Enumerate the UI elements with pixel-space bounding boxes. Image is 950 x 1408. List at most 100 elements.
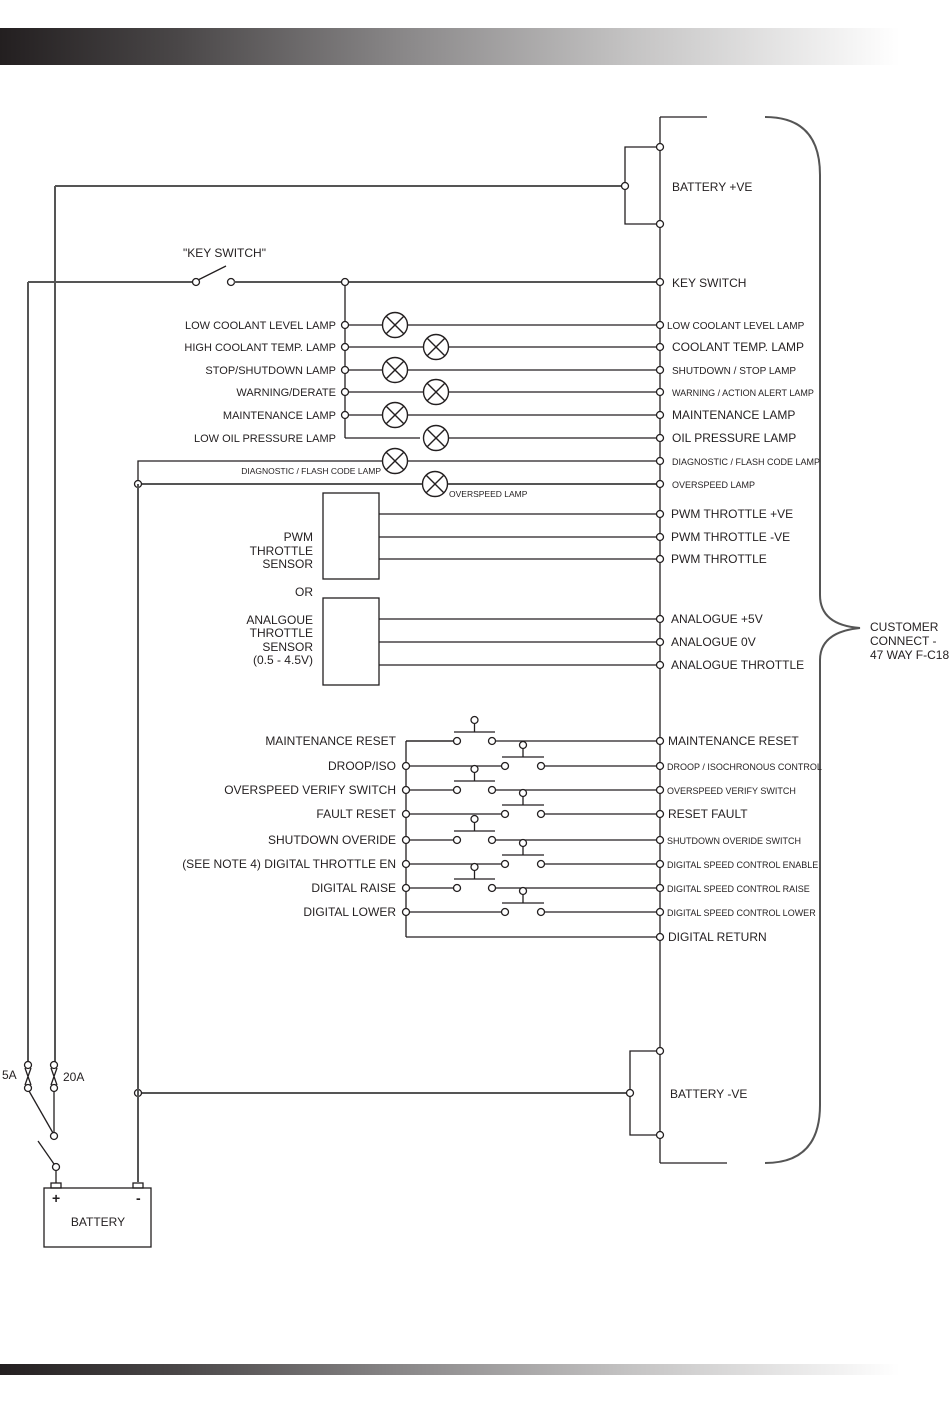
lamp-row: LOW OIL PRESSURE LAMP OIL PRESSURE LAMP	[194, 424, 796, 452]
analogue-pin-row: ANALOGUE THROTTLE	[379, 658, 804, 672]
footer-gradient-bar	[0, 1364, 900, 1375]
key-switch-circuit	[28, 265, 665, 287]
analogue-sensor-label-line-4: (0.5 - 4.5V)	[253, 653, 313, 667]
switch-left-label: DROOP/ISO	[328, 759, 396, 773]
lamp-pin-label: COOLANT TEMP. LAMP	[672, 340, 804, 354]
switch-left-label: DIGITAL RAISE	[311, 881, 396, 895]
switch-left-label: SHUTDOWN OVERIDE	[268, 833, 396, 847]
connector-brace	[764, 116, 861, 1164]
lamp-icon	[422, 333, 450, 361]
lamp-pin-label: LOW COOLANT LEVEL LAMP	[667, 321, 805, 332]
switch-left-label: DIGITAL LOWER	[303, 905, 396, 919]
lamp-row: HIGH COOLANT TEMP. LAMP COOLANT TEMP. LAM…	[184, 333, 804, 361]
diagnostic-overspeed-wires	[133, 456, 665, 489]
key-switch-label: "KEY SWITCH"	[183, 246, 266, 260]
sensor-pin-label: ANALOGUE +5V	[671, 612, 763, 626]
switch-row: OVERSPEED VERIFY SWITCH OVERSPEED VERIFY …	[224, 764, 796, 797]
lamp-left-label: WARNING/DERATE	[236, 387, 336, 399]
switch-pin-label: SHUTDOWN OVERIDE SWITCH	[667, 836, 801, 846]
push-button-icon	[454, 764, 495, 782]
battery-negative-label: BATTERY -VE	[670, 1087, 747, 1101]
lamp-pin-label: MAINTENANCE LAMP	[672, 408, 795, 422]
lamp-icon	[381, 401, 409, 429]
lamp-icon	[381, 311, 409, 339]
switch-pin-label: OVERSPEED VERIFY SWITCH	[667, 786, 796, 796]
analogue-sensor-label-line-3: SENSOR	[262, 640, 313, 654]
sensor-pin-label: PWM THROTTLE	[671, 552, 767, 566]
sensor-pin-label: PWM THROTTLE +VE	[671, 507, 793, 521]
pwm-pin-row: PWM THROTTLE	[379, 552, 767, 566]
lamp-left-label: LOW OIL PRESSURE LAMP	[194, 433, 336, 445]
fuse-5a-label: 5A	[2, 1068, 17, 1082]
switch-row: FAULT RESET RESET FAULT	[316, 788, 748, 821]
switch-row: DIGITAL LOWER DIGITAL SPEED CONTROL LOWER	[303, 886, 816, 919]
lamp-left-label: LOW COOLANT LEVEL LAMP	[185, 320, 336, 332]
push-button-icon	[502, 788, 544, 806]
switch-row: DROOP/ISO DROOP / ISOCHRONOUS CONTROL	[328, 740, 822, 773]
overspeed-lamp-pin-label: OVERSPEED LAMP	[672, 480, 755, 490]
switch-left-label: (SEE NOTE 4) DIGITAL THROTTLE EN	[182, 857, 396, 871]
connector-label-line-3: 47 WAY F-C18	[870, 648, 949, 662]
or-label: OR	[295, 585, 313, 599]
lamp-icon	[381, 356, 409, 384]
key-switch-pin-label: KEY SWITCH	[672, 276, 746, 290]
diagnostic-lamp-left-label: DIAGNOSTIC / FLASH CODE LAMP	[241, 466, 381, 476]
diagnostic-lamp-pin-label: DIAGNOSTIC / FLASH CODE LAMP	[672, 457, 820, 467]
battery-positive-symbol: +	[52, 1190, 60, 1206]
switch-pin-label: DIGITAL SPEED CONTROL LOWER	[667, 908, 816, 918]
switch-pin-label: DIGITAL SPEED CONTROL ENABLE	[667, 860, 818, 870]
battery-label: BATTERY	[71, 1215, 125, 1229]
switch-left-label: FAULT RESET	[316, 807, 396, 821]
push-button-icon	[502, 740, 544, 758]
pwm-sensor-label-line-3: SENSOR	[262, 557, 313, 571]
connector-label-line-2: CONNECT -	[870, 634, 936, 648]
sensor-pin-label: ANALOGUE THROTTLE	[671, 658, 804, 672]
battery-positive-label: BATTERY +VE	[672, 180, 752, 194]
diagnostic-lamp-icon	[381, 447, 409, 475]
lamp-left-label: HIGH COOLANT TEMP. LAMP	[184, 342, 336, 354]
battery-symbol	[43, 1182, 152, 1248]
sensor-pin-label: ANALOGUE 0V	[671, 635, 756, 649]
analogue-pins: ANALOGUE +5V ANALOGUE 0V ANALOGUE THROTTLE	[379, 612, 804, 672]
switch-row: (SEE NOTE 4) DIGITAL THROTTLE EN DIGITAL …	[182, 838, 818, 871]
lamp-row: WARNING/DERATE WARNING / ACTION ALERT LAM…	[236, 378, 814, 406]
sensor-pin-label: PWM THROTTLE -VE	[671, 530, 790, 544]
push-button-icon	[454, 862, 495, 880]
battery-negative-symbol: -	[136, 1190, 141, 1206]
lamp-row: STOP/SHUTDOWN LAMP SHUTDOWN / STOP LAMP	[205, 356, 796, 384]
analogue-sensor-label-line-2: THROTTLE	[250, 626, 313, 640]
analogue-sensor-label-line-1: ANALGOUE	[246, 613, 313, 627]
switch-pin-label: RESET FAULT	[668, 807, 748, 821]
pwm-pins: PWM THROTTLE +VE PWM THROTTLE -VE PWM THRO…	[379, 507, 793, 566]
switch-left-label: OVERSPEED VERIFY SWITCH	[224, 783, 396, 797]
switch-pin-label: DIGITAL SPEED CONTROL RAISE	[667, 884, 810, 894]
lamp-left-label: STOP/SHUTDOWN LAMP	[205, 365, 336, 377]
connector-label-line-1: CUSTOMER	[870, 620, 939, 634]
switch-common-bus	[405, 740, 665, 942]
lamp-pin-label: SHUTDOWN / STOP LAMP	[672, 366, 796, 377]
pwm-sensor-label-line-2: THROTTLE	[250, 544, 313, 558]
pwm-pin-row: PWM THROTTLE -VE	[379, 530, 790, 544]
push-button-icon	[454, 814, 495, 832]
push-button-icon	[502, 838, 544, 856]
fuse-5a	[23, 1060, 33, 1093]
switch-left-label: MAINTENANCE RESET	[265, 734, 396, 748]
analogue-pin-row: ANALOGUE +5V	[379, 612, 763, 626]
pwm-throttle-sensor-box	[322, 492, 380, 580]
analogue-pin-row: ANALOGUE 0V	[379, 635, 756, 649]
battery-negative-pins	[133, 1046, 665, 1140]
overspeed-lamp-icon	[421, 470, 449, 498]
lamp-icon	[422, 424, 450, 452]
analogue-throttle-sensor-box	[322, 597, 380, 686]
lamp-row: LOW COOLANT LEVEL LAMP LOW COOLANT LEVEL …	[185, 311, 805, 339]
switch-pin-label: DROOP / ISOCHRONOUS CONTROL	[667, 762, 822, 772]
lamp-pin-label: OIL PRESSURE LAMP	[672, 431, 796, 445]
lamp-pin-label: WARNING / ACTION ALERT LAMP	[672, 388, 814, 398]
lamp-icon	[422, 378, 450, 406]
header-gradient-bar	[0, 28, 900, 65]
isolator-switch	[28, 1090, 61, 1183]
